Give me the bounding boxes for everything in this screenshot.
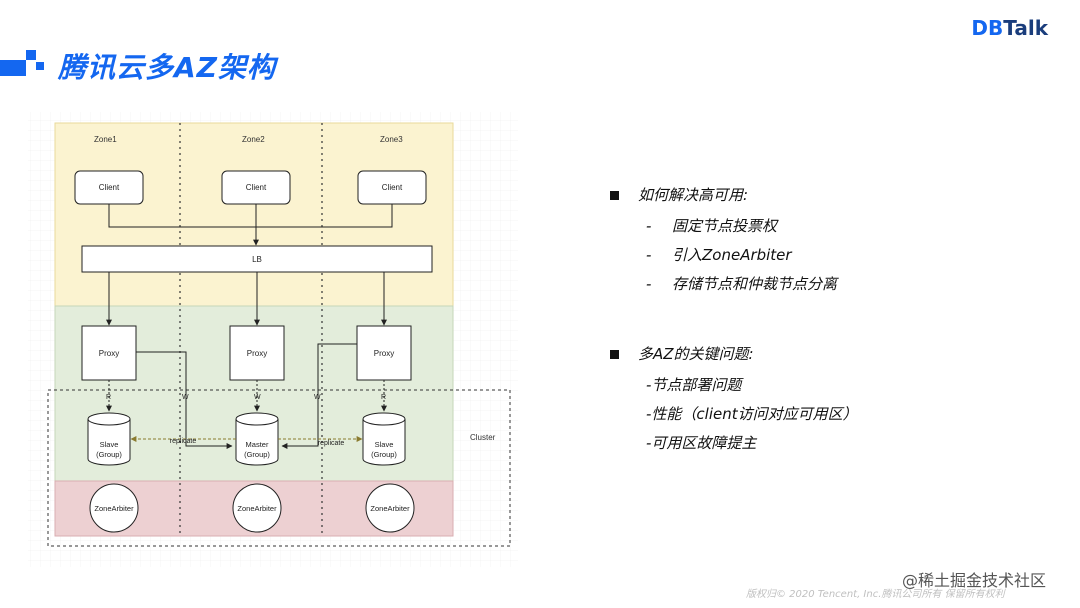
slave-label-1b: (Group) bbox=[96, 450, 122, 459]
zone2-label: Zone2 bbox=[242, 135, 265, 144]
deco-block-1 bbox=[0, 60, 26, 76]
zone-arbiter-1 bbox=[89, 483, 139, 533]
section2-item: -节点部署问题 bbox=[646, 376, 742, 394]
proxy3-write-path bbox=[281, 343, 357, 449]
lb-label: LB bbox=[252, 255, 262, 264]
proxy-box-2 bbox=[229, 325, 285, 381]
cluster-label: Cluster bbox=[470, 433, 496, 442]
proxy-label-3: Proxy bbox=[374, 349, 394, 358]
master-label-b: (Group) bbox=[244, 450, 270, 459]
read-label-3: R bbox=[381, 394, 386, 401]
client-label-1: Client bbox=[99, 183, 120, 192]
deco-block-3 bbox=[36, 62, 44, 70]
logo-part-talk: Talk bbox=[1003, 16, 1048, 40]
write-label-3: W bbox=[314, 394, 321, 401]
read-label-1: R bbox=[106, 394, 111, 401]
section1-item: - 引入ZoneArbiter bbox=[606, 241, 1046, 270]
arbiter-label-2: ZoneArbiter bbox=[237, 504, 277, 513]
cluster-frame bbox=[47, 389, 511, 547]
replicate-label-right: replicate bbox=[318, 440, 345, 447]
dash-bullet: - bbox=[646, 275, 652, 293]
arbiter-label-1: ZoneArbiter bbox=[94, 504, 134, 513]
proxy-label-2: Proxy bbox=[247, 349, 267, 358]
section1-item-text: 存储节点和仲裁节点分离 bbox=[672, 275, 838, 293]
proxy-label-1: Proxy bbox=[99, 349, 119, 358]
write-label-1: W bbox=[182, 394, 189, 401]
slave-label-3a: Slave bbox=[375, 440, 394, 449]
section1-item-text: 引入ZoneArbiter bbox=[672, 246, 792, 264]
zone-arbiter-2 bbox=[232, 483, 282, 533]
section-spacer bbox=[606, 299, 1046, 341]
zone3-label: Zone3 bbox=[380, 135, 403, 144]
dash-bullet: - bbox=[646, 246, 652, 264]
arbiter-label-3: ZoneArbiter bbox=[370, 504, 410, 513]
section2-item: -性能（client访问对应可用区） bbox=[646, 405, 858, 423]
zone-arbiter-3 bbox=[365, 483, 415, 533]
slave-cylinder-1 bbox=[87, 412, 131, 466]
client-label-2: Client bbox=[246, 183, 267, 192]
client3-connector bbox=[256, 204, 393, 228]
watermark-text: @稀土掘金技术社区 bbox=[902, 571, 1047, 590]
lb-box bbox=[81, 245, 433, 273]
master-label-a: Master bbox=[246, 440, 269, 449]
replicate-label-left: replicate bbox=[170, 438, 197, 445]
client-label-3: Client bbox=[382, 183, 403, 192]
page-title: 腾讯云多AZ架构 bbox=[58, 51, 276, 84]
proxy-box-1 bbox=[81, 325, 137, 381]
section1-item-text: 固定节点投票权 bbox=[672, 217, 778, 235]
section2-title: 多AZ的关键问题: bbox=[638, 345, 754, 363]
section1-heading: 如何解决高可用: bbox=[606, 182, 1046, 212]
zone1-label: Zone1 bbox=[94, 135, 117, 144]
bullet-square-icon bbox=[610, 191, 619, 200]
slave-label-1a: Slave bbox=[100, 440, 119, 449]
section1-item: - 固定节点投票权 bbox=[606, 212, 1046, 241]
bullet-square-icon bbox=[610, 350, 619, 359]
client1-connector bbox=[108, 204, 256, 228]
dbtalk-logo: DBTalk bbox=[971, 16, 1048, 40]
client-band bbox=[54, 122, 454, 307]
copyright-text: 版权归© 2020 Tencent, Inc.腾讯公司所有 保留所有权利 bbox=[746, 589, 1005, 600]
slave-cylinder-3 bbox=[362, 412, 406, 466]
bullet-list: 如何解决高可用: - 固定节点投票权 - 引入ZoneArbiter - 存储节点和仲… bbox=[606, 182, 1046, 458]
logo-part-db: DB bbox=[971, 16, 1004, 40]
section1-title: 如何解决高可用: bbox=[638, 186, 749, 204]
write-label-2: W bbox=[254, 394, 261, 401]
section1-item: - 存储节点和仲裁节点分离 bbox=[606, 270, 1046, 299]
deco-block-2 bbox=[26, 50, 36, 60]
master-cylinder bbox=[235, 412, 279, 466]
slave-label-3b: (Group) bbox=[371, 450, 397, 459]
proxy1-write-path bbox=[136, 351, 233, 449]
section2-heading: 多AZ的关键问题: bbox=[606, 341, 1046, 371]
section2-item: -可用区故障提主 bbox=[646, 434, 757, 452]
dash-bullet: - bbox=[646, 217, 652, 235]
